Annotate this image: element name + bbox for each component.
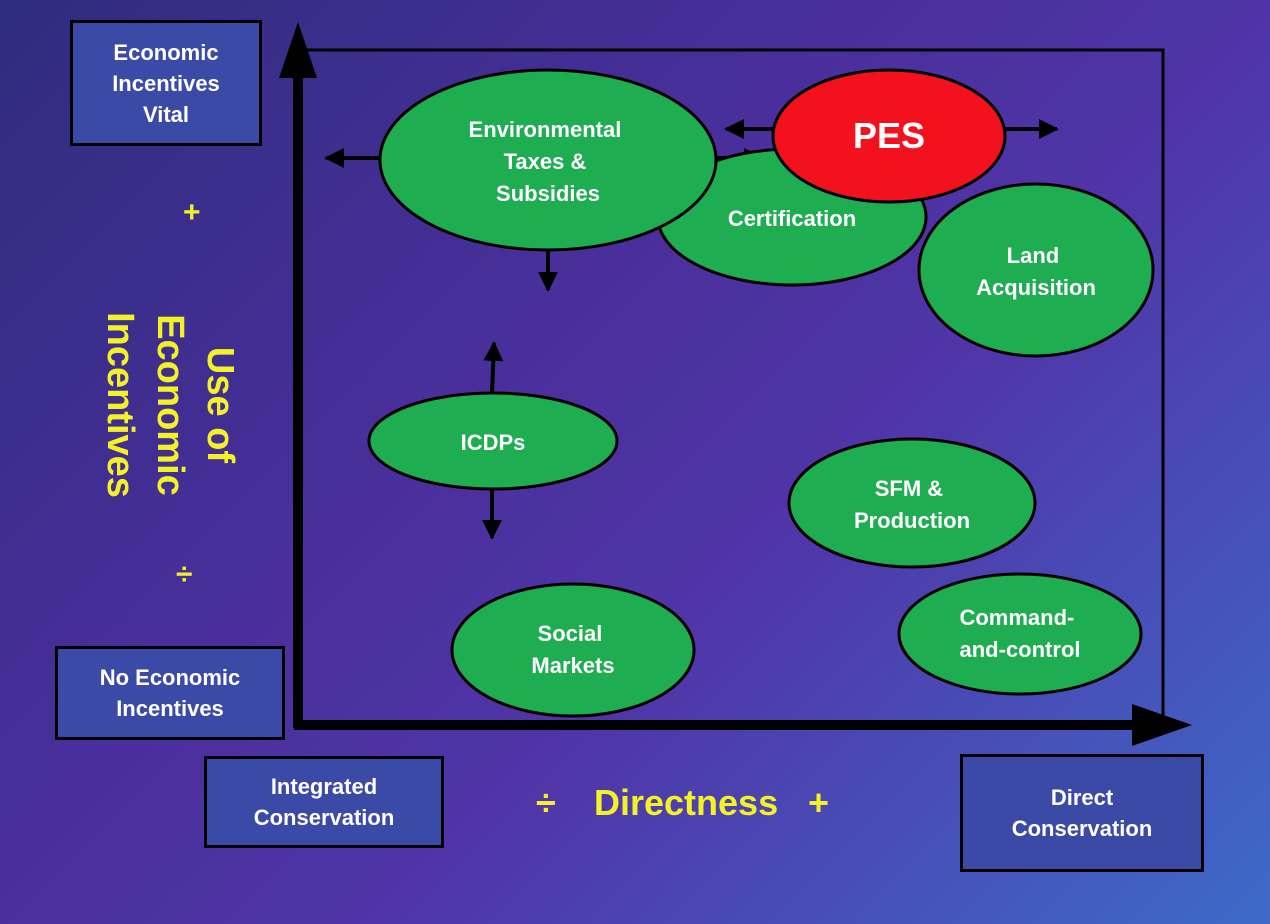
node-social-markets-line2: Markets (531, 653, 614, 678)
node-sfm-line1: SFM & (875, 476, 944, 501)
x-axis-title: Directness (594, 782, 779, 823)
y-axis-plus-sign: + (183, 196, 201, 229)
svg-text:Command- and-control: Command- and-control (959, 605, 1080, 662)
node-social-markets: Social Markets (450, 582, 696, 718)
x-axis-right-label: Direct Conservation (960, 754, 1204, 872)
y-axis-bottom-label: No Economic Incentives (55, 646, 285, 740)
y-axis-arrowhead (279, 22, 317, 78)
node-icdps-line1: ICDPs (461, 430, 526, 455)
node-env-taxes: Environmental Taxes & Subsidies (378, 68, 718, 252)
node-command-control: Command- and-control (897, 572, 1143, 696)
node-land-acquisition-line2: Acquisition (976, 275, 1096, 300)
node-icdps: ICDPs (367, 391, 619, 491)
node-env-taxes-line1: Environmental (469, 117, 622, 142)
svg-text:ICDPs: ICDPs (461, 430, 526, 455)
node-pes: PES (771, 68, 1007, 204)
svg-text:Land Acquisition: Land Acquisition (976, 243, 1096, 300)
x-axis-minus-sign: ÷ (536, 782, 556, 823)
node-sfm-production: SFM & Production (787, 437, 1037, 569)
node-command-control-line2: and-control (960, 637, 1081, 662)
node-social-markets-line1: Social (538, 621, 603, 646)
x-axis-arrowhead (1132, 704, 1192, 746)
node-sfm-line2: Production (854, 508, 970, 533)
svg-text:Environmental Taxes &: Environmental Taxes & Subsidies (469, 117, 628, 206)
svg-text:PES: PES (853, 115, 925, 156)
svg-text:SFM & Production: SFM & Production (854, 476, 970, 533)
node-certification-line1: Certification (728, 206, 856, 231)
node-env-taxes-line3: Subsidies (496, 181, 600, 206)
arrow-icdps-up (483, 341, 504, 394)
y-axis-minus-sign: ÷ (176, 558, 193, 591)
node-land-acquisition: Land Acquisition (917, 182, 1155, 358)
node-env-taxes-line2: Taxes & (504, 149, 587, 174)
x-axis-left-label: Integrated Conservation (204, 756, 444, 848)
y-axis-top-label: Economic Incentives Vital (70, 20, 262, 146)
svg-text:Certification: Certification (728, 206, 856, 231)
x-axis-plus-sign: + (808, 782, 830, 823)
node-command-control-line1: Command- (959, 605, 1074, 630)
svg-text:Social Markets: Social Markets (531, 621, 614, 678)
node-pes-line1: PES (853, 115, 925, 156)
node-land-acquisition-line1: Land (1007, 243, 1060, 268)
